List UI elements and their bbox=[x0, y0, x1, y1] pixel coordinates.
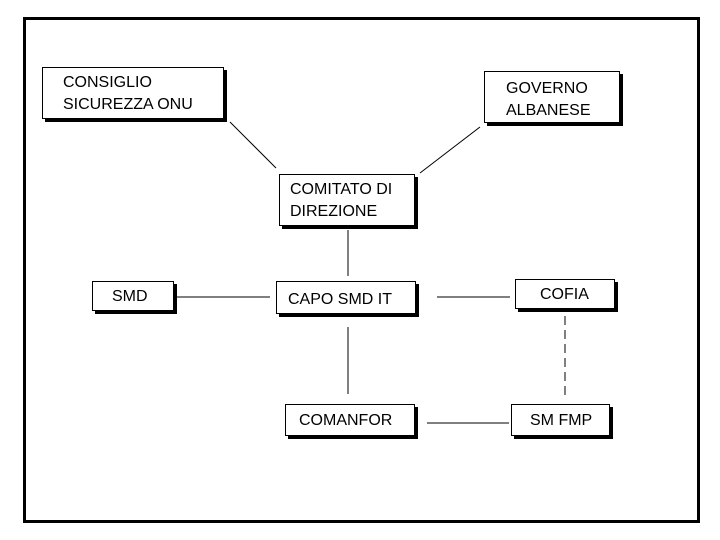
link-consiglio-comitato bbox=[229, 121, 277, 169]
node-consiglio-sicurezza-onu: CONSIGLIO SICUREZZA ONU bbox=[42, 67, 224, 119]
node-capo-smd-it: CAPO SMD IT bbox=[276, 281, 416, 314]
link-governo-comitato bbox=[419, 126, 481, 174]
node-cofia: COFIA bbox=[515, 279, 615, 309]
diagram-frame bbox=[23, 17, 700, 523]
node-comitato-di-direzione: COMITATO DI DIREZIONE bbox=[279, 174, 415, 226]
node-governo-albanese: GOVERNO ALBANESE bbox=[484, 71, 620, 123]
node-comanfor: COMANFOR bbox=[285, 404, 415, 436]
node-sm-fmp: SM FMP bbox=[511, 404, 610, 436]
node-smd: SMD bbox=[92, 281, 174, 311]
